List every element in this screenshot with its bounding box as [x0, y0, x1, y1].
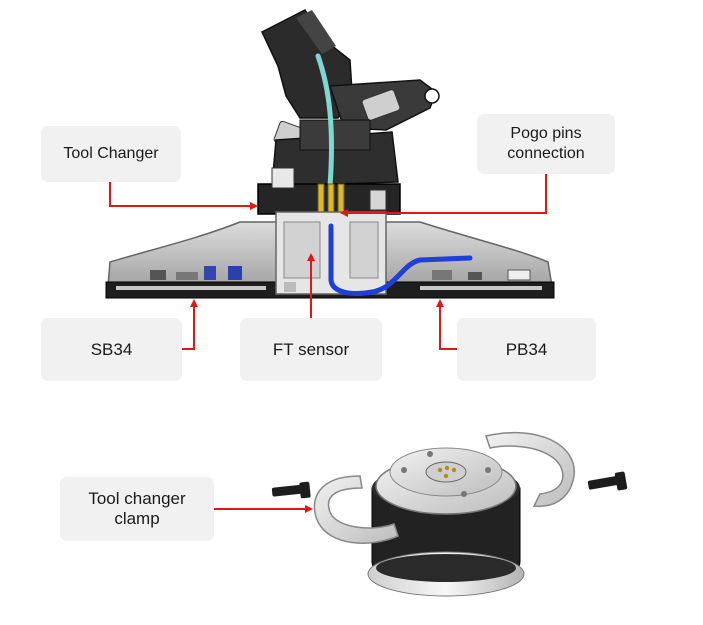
annotation-arrows	[109, 174, 547, 513]
label-tool-changer-text: Tool Changer	[63, 145, 159, 162]
clamp-screw-left	[271, 481, 311, 499]
arrowhead-ft-sensor	[307, 253, 315, 261]
label-pb34: PB34	[457, 318, 596, 381]
label-pogo-pins-line1: Pogo pins	[510, 125, 582, 142]
arrowhead-sb34	[190, 299, 198, 307]
tool-changer-clamp-assembly	[271, 431, 628, 597]
arrowhead-tool-changer	[250, 202, 258, 210]
arrowhead-clamp	[305, 505, 313, 513]
clamp-screw-right	[587, 471, 628, 491]
label-clamp-line1: Tool changer	[88, 489, 186, 508]
label-pogo-pins: Pogo pins connection	[477, 114, 615, 174]
label-tool-changer: Tool Changer	[41, 126, 181, 182]
label-pb34-text: PB34	[505, 339, 548, 359]
label-sb34-text: SB34	[90, 339, 133, 359]
label-pogo-pins-line2: connection	[507, 145, 585, 162]
label-ft-sensor: FT sensor	[240, 318, 382, 381]
arrowhead-pogo-pins	[340, 209, 348, 217]
arrow-pb34	[439, 306, 457, 350]
label-clamp-line2: clamp	[114, 509, 160, 528]
arrowhead-pb34	[436, 299, 444, 307]
label-tool-changer-clamp: Tool changer clamp	[60, 477, 214, 541]
label-ft-sensor-text: FT sensor	[272, 339, 350, 359]
gripper-assembly	[257, 9, 440, 235]
label-sb34: SB34	[41, 318, 182, 381]
arrow-sb34	[182, 306, 195, 350]
base-housing	[105, 211, 555, 299]
arrow-pogo-pins	[346, 174, 547, 214]
arrow-tool-changer	[109, 182, 252, 207]
